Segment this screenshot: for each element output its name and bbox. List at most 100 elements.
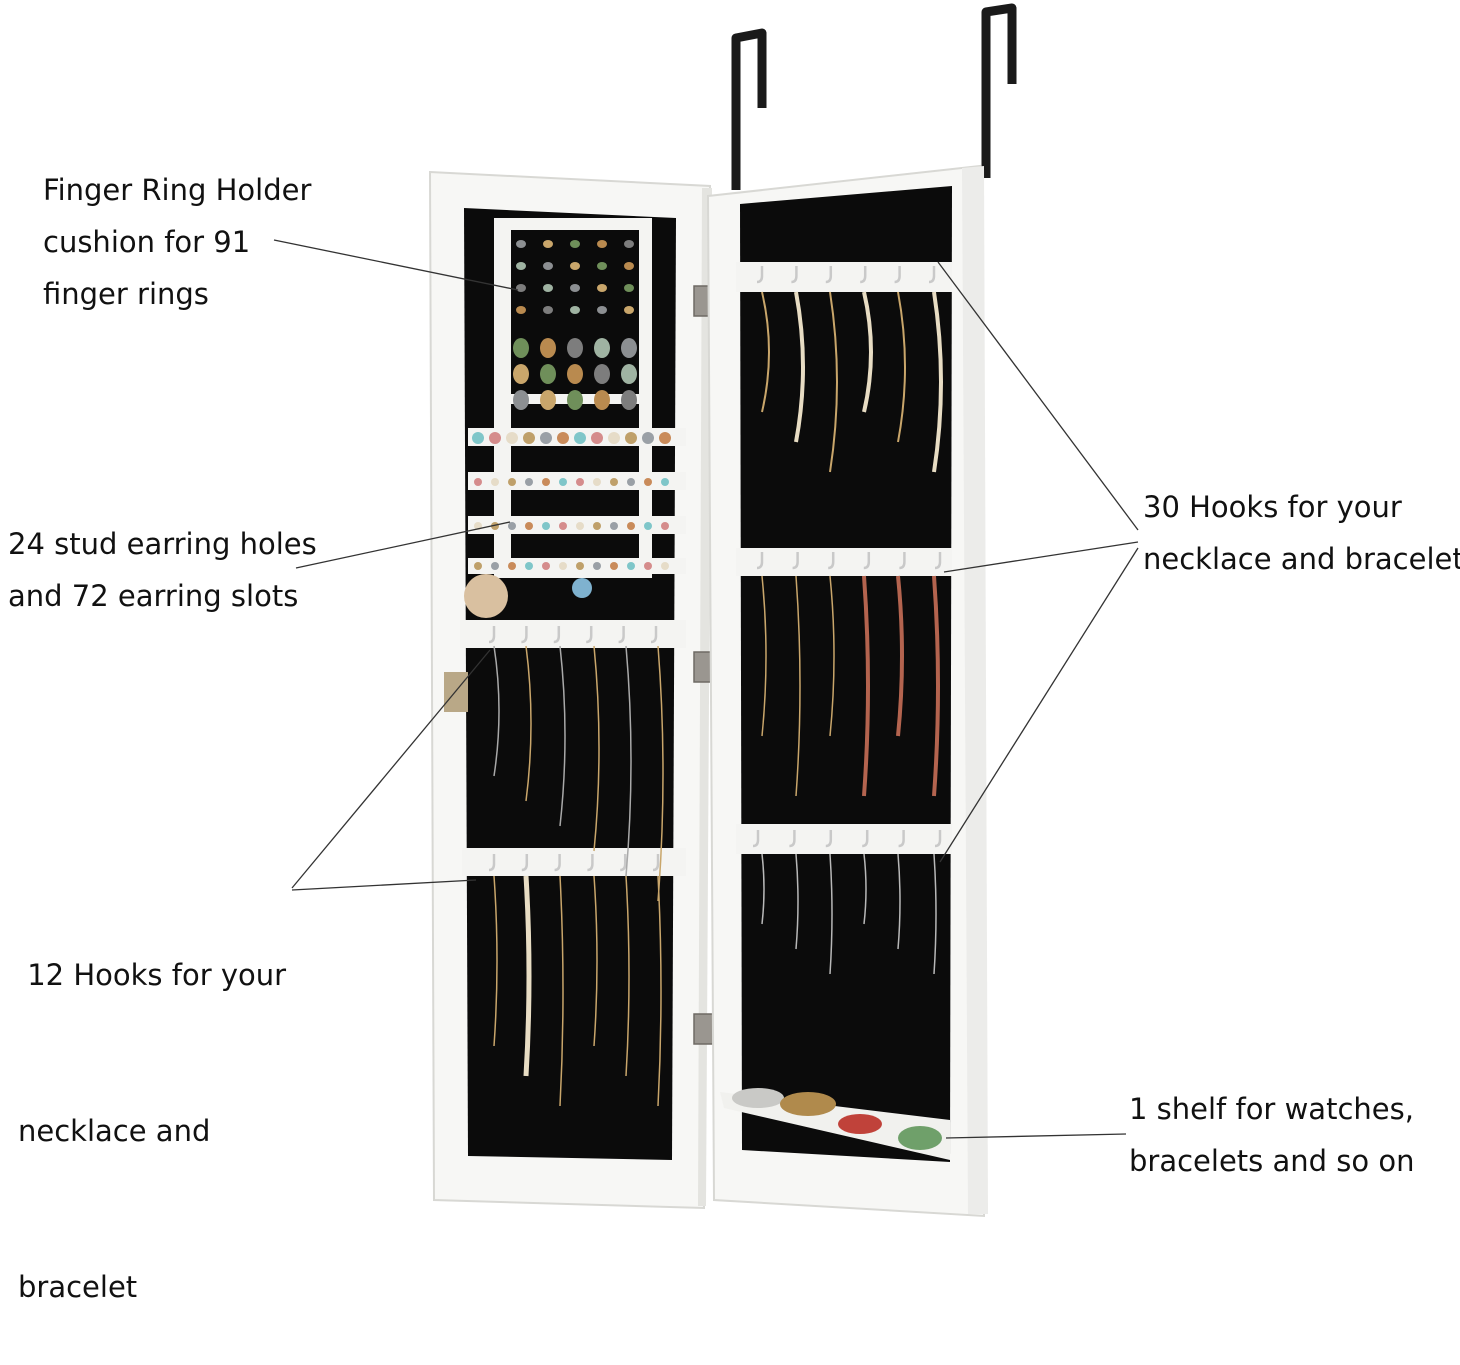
- earring: [593, 562, 601, 570]
- label-line: 12 Hooks for your: [18, 958, 287, 992]
- earring: [557, 432, 569, 444]
- earring: [472, 432, 484, 444]
- jewelry-cabinet-illustration: [273, 3, 1139, 1218]
- earring: [661, 562, 669, 570]
- hook: [587, 854, 594, 872]
- earring: [642, 432, 654, 444]
- ring: [543, 306, 553, 314]
- necklace-strand: [761, 575, 767, 737]
- necklace-strand: [863, 853, 867, 925]
- label-shelf: 1 shelf for watches, bracelets and so on: [1129, 1083, 1414, 1187]
- earring: [661, 478, 669, 486]
- earring: [489, 432, 501, 444]
- earring: [474, 478, 482, 486]
- pointer-12-hooks-upper: [291, 649, 491, 889]
- hook: [828, 552, 835, 570]
- hook: [863, 552, 871, 570]
- pointer-30-hooks-top: [937, 261, 1139, 531]
- earring: [508, 478, 516, 486]
- left-lower-hook-bar: [462, 848, 686, 876]
- necklace-strand: [625, 645, 632, 877]
- left-door: [428, 170, 712, 1210]
- shelf-items: [732, 1088, 942, 1150]
- earring: [542, 522, 550, 530]
- door-hanger-hooks: [731, 3, 1017, 190]
- necklace-strand: [829, 575, 835, 737]
- earring: [644, 478, 652, 486]
- hook: [934, 552, 942, 570]
- ring: [543, 262, 553, 270]
- earring: [576, 478, 584, 486]
- label-line: and 72 earring slots: [8, 579, 299, 613]
- necklace-strand: [657, 875, 662, 1107]
- hook: [521, 626, 528, 644]
- earring: [491, 562, 499, 570]
- hook: [899, 552, 906, 570]
- earring: [523, 432, 535, 444]
- ring: [540, 390, 556, 410]
- hook: [825, 830, 833, 848]
- necklace-strand: [896, 575, 904, 737]
- pointer-30-hooks-middle: [943, 541, 1139, 573]
- earring: [540, 432, 552, 444]
- label-line: finger rings: [43, 277, 209, 311]
- earring: [661, 522, 669, 530]
- necklace-strand: [897, 291, 906, 443]
- hook: [934, 830, 942, 848]
- ring: [570, 306, 580, 314]
- earring: [659, 432, 671, 444]
- necklace-strand: [657, 645, 664, 902]
- earring: [625, 432, 637, 444]
- necklace-strand: [794, 291, 805, 443]
- label-line: 30 Hooks for your: [1143, 490, 1402, 524]
- hook: [521, 854, 529, 872]
- hook: [825, 266, 833, 284]
- ring: [597, 262, 607, 270]
- necklace-strand: [862, 291, 873, 413]
- label-12-hooks: 12 Hooks for your necklace and bracelet: [18, 845, 286, 1365]
- earring: [491, 478, 499, 486]
- earring: [508, 562, 516, 570]
- label-line: Finger Ring Holder: [43, 173, 312, 207]
- necklace-strand: [523, 875, 532, 1077]
- label-line: 1 shelf for watches,: [1129, 1092, 1414, 1126]
- necklace-strand: [932, 575, 940, 797]
- earring: [608, 432, 620, 444]
- ring: [624, 306, 634, 314]
- hook: [756, 552, 764, 570]
- earring: [559, 562, 567, 570]
- necklace-strand: [795, 575, 801, 797]
- necklace-strand: [525, 645, 532, 802]
- earring: [610, 562, 618, 570]
- ring: [513, 338, 529, 358]
- earring: [491, 522, 499, 530]
- ring: [540, 338, 556, 358]
- earring: [576, 522, 584, 530]
- earring: [627, 562, 635, 570]
- earring: [627, 478, 635, 486]
- ring: [516, 306, 526, 314]
- ring: [597, 284, 607, 292]
- necklace-strand: [593, 645, 600, 852]
- hook: [488, 854, 496, 872]
- necklace-strand: [593, 875, 598, 1047]
- pointer-30-hooks-bottom: [939, 547, 1139, 863]
- ring: [540, 364, 556, 384]
- earring: [644, 522, 652, 530]
- right-velvet-panel: [740, 186, 952, 1162]
- left-upper-hook-bar: [460, 620, 686, 648]
- pointer-ring-holder: [273, 239, 519, 291]
- ring: [624, 262, 634, 270]
- necklace-strand: [625, 875, 630, 1077]
- watch: [838, 1114, 882, 1134]
- bangle: [732, 1088, 784, 1108]
- left-necklaces: [493, 645, 664, 1107]
- necklace-strand: [829, 291, 838, 473]
- necklace-strand: [761, 291, 770, 413]
- right-necklaces: [761, 291, 943, 975]
- ring: [624, 240, 634, 248]
- ring: [543, 240, 553, 248]
- ring: [516, 240, 526, 248]
- hook: [752, 830, 760, 848]
- bottom-shelf: [720, 1092, 950, 1160]
